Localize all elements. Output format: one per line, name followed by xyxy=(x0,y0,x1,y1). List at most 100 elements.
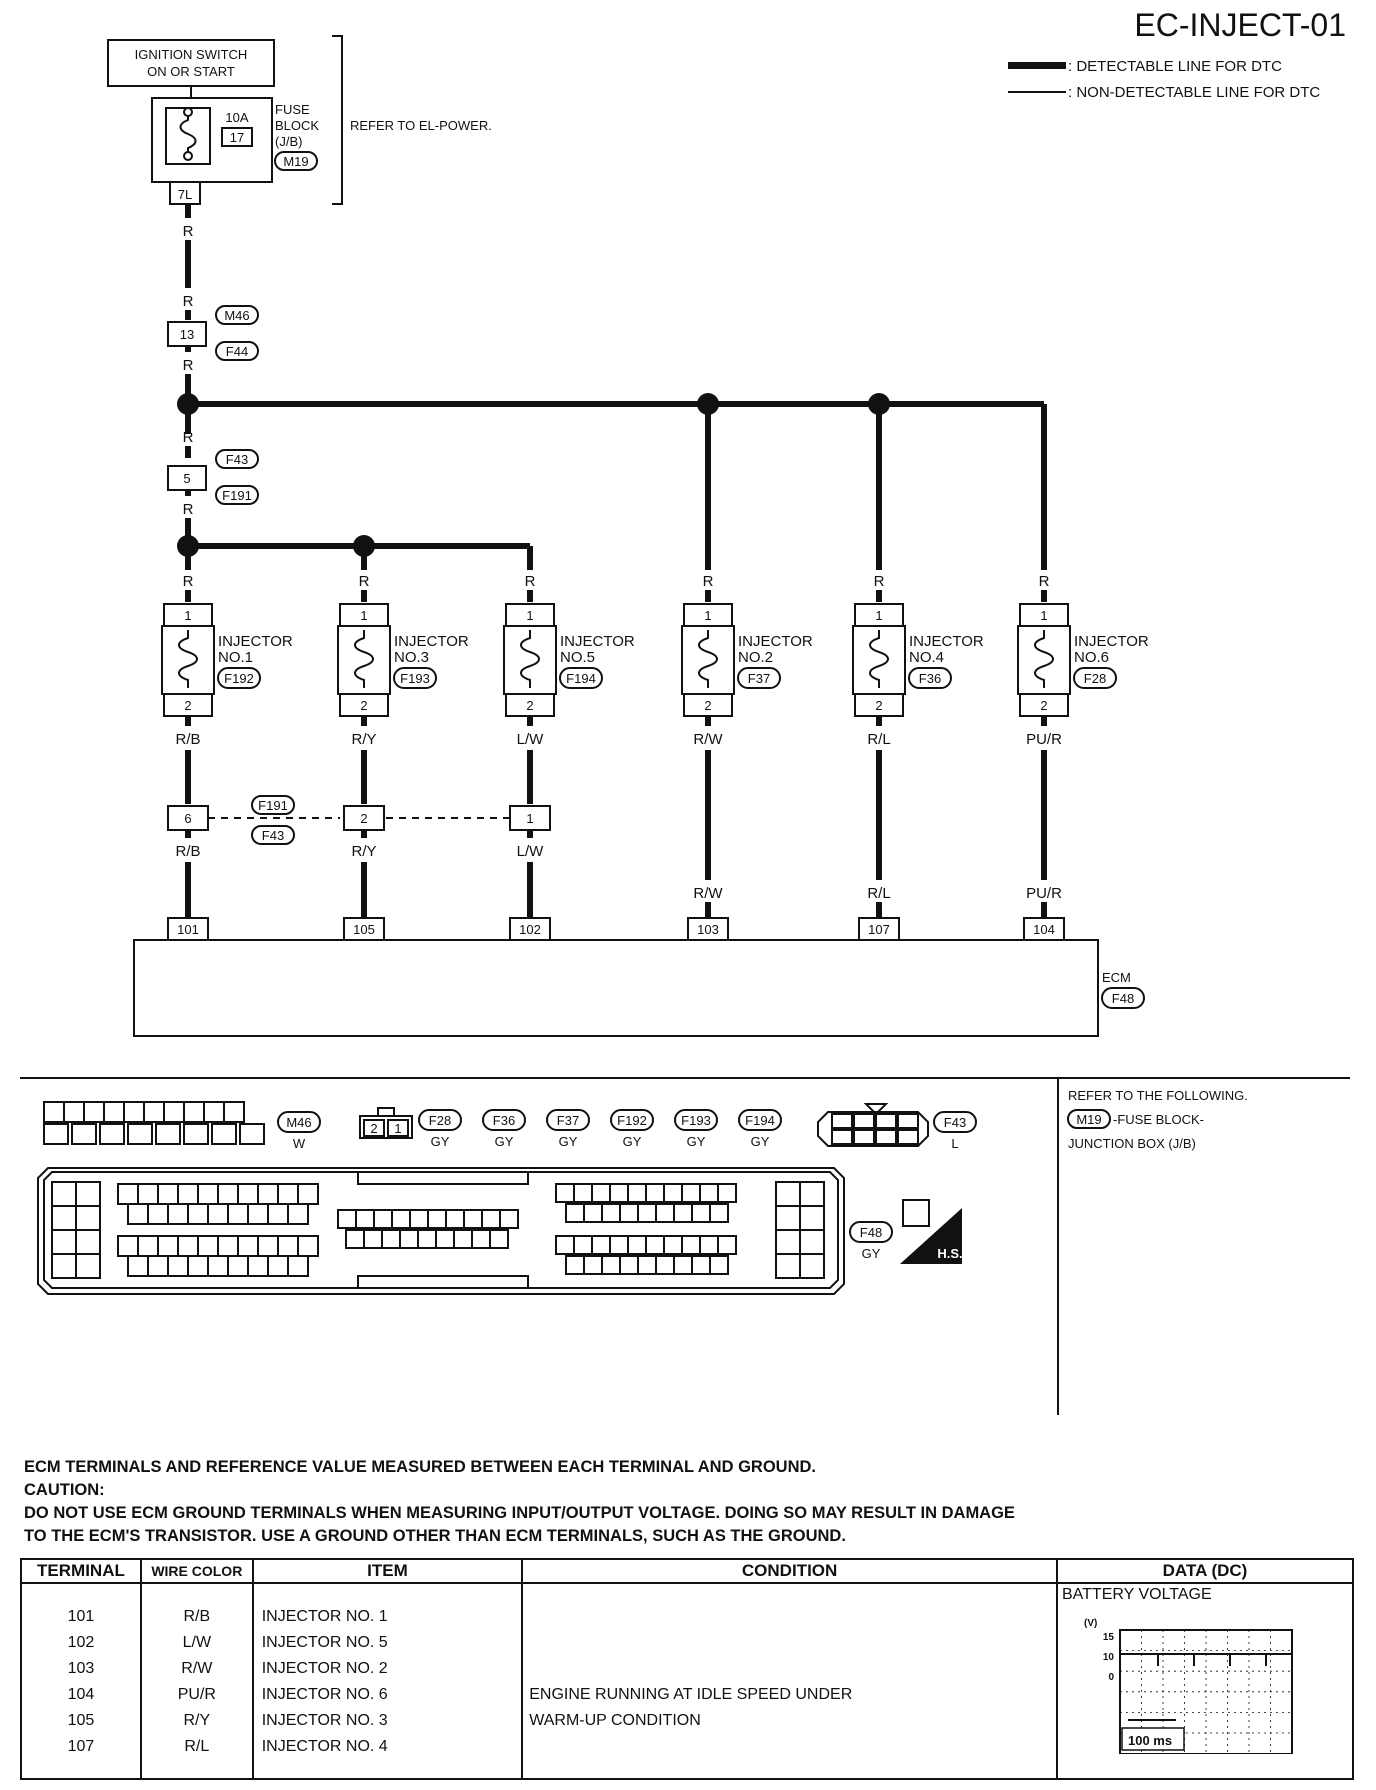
injector-number: NO.3 xyxy=(394,649,429,666)
wire-color-cell: R/L xyxy=(184,1738,210,1755)
m46-pin-7 xyxy=(163,1101,185,1123)
ecm-pin-68-76 xyxy=(565,1203,585,1223)
injector-pin2: 2 xyxy=(360,698,367,713)
injector-connector-oval xyxy=(737,667,781,689)
injector-coil-icon xyxy=(178,630,198,688)
injector-connector: F192 xyxy=(224,671,254,686)
ecm-pin-101-108 xyxy=(51,1253,77,1279)
m46-pin-1 xyxy=(43,1101,65,1123)
two-pin-oval xyxy=(674,1109,718,1131)
ecm-pin-87-95 xyxy=(691,1255,711,1275)
wire-color-cell: L/W xyxy=(182,1634,212,1651)
ecm-pin-11-19 xyxy=(147,1203,169,1225)
ecm-terminal: 101 xyxy=(177,922,199,937)
ecm-block: ECM F48 xyxy=(133,939,1145,1037)
fuse-block-label-1: FUSE xyxy=(275,102,310,117)
injector-number: NO.1 xyxy=(218,649,253,666)
injector-in-wire-color: R xyxy=(525,573,536,590)
two-pin-connector-color: GY xyxy=(559,1134,578,1149)
injector-pin2: 2 xyxy=(184,698,191,713)
ecm-pin-77-86 xyxy=(555,1235,575,1255)
ecm-pin-77-86 xyxy=(717,1235,737,1255)
ecm-pin-49-57 xyxy=(417,1229,437,1249)
two-pin-connector-color: GY xyxy=(431,1134,450,1149)
ecm-pin-20-29 xyxy=(177,1235,199,1257)
m46-pin-3 xyxy=(83,1101,105,1123)
ecm-pin-68-76 xyxy=(655,1203,675,1223)
ecm-pin-39-48 xyxy=(427,1209,447,1229)
connector-f43-f191: 5 F43 F191 xyxy=(167,449,259,505)
ecm-pin-49-57 xyxy=(345,1229,365,1249)
injector-pin1: 1 xyxy=(875,608,882,623)
ecm-pin-20-29 xyxy=(157,1235,179,1257)
ecm-pin-87-95 xyxy=(583,1255,603,1275)
harness-side-label: H.S. xyxy=(937,1246,962,1261)
oscilloscope-waveform: (V) 15 10 0 100 ms xyxy=(1084,1618,1293,1755)
injector-connector-oval xyxy=(559,667,603,689)
item-cell: INJECTOR NO. 5 xyxy=(261,1634,388,1651)
ecm-pin-20-29 xyxy=(257,1235,279,1257)
notes-line1: ECM TERMINALS AND REFERENCE VALUE MEASUR… xyxy=(24,1458,817,1476)
view-f43-label: F43 xyxy=(944,1115,966,1130)
terminal-cell: 101 xyxy=(67,1608,95,1625)
f43-pin-4 xyxy=(897,1113,919,1129)
notes-caution: CAUTION: xyxy=(24,1481,105,1499)
m46-pin-8 xyxy=(183,1101,205,1123)
ecm-pin-49-57 xyxy=(435,1229,455,1249)
ignition-line1: IGNITION SWITCH xyxy=(135,47,248,62)
terminal-cell: 102 xyxy=(67,1634,95,1651)
ecm-pin-39-48 xyxy=(337,1209,357,1229)
ecm-pin-49-57 xyxy=(363,1229,383,1249)
connector-13-terminal: 13 xyxy=(180,327,194,342)
f43-pin-1 xyxy=(831,1113,853,1129)
f43-pin-5 xyxy=(831,1129,853,1145)
ecm-pin-58-67 xyxy=(717,1183,737,1203)
injector-coil-icon xyxy=(354,630,374,688)
ecm-pin-11-19 xyxy=(127,1203,149,1225)
injector-out-wire-color: R/Y xyxy=(351,731,376,748)
joint-terminal-box xyxy=(343,805,385,831)
item-cell: INJECTOR NO. 2 xyxy=(261,1660,388,1677)
m46-pin-5 xyxy=(123,1101,145,1123)
ecm-pin-87-95 xyxy=(709,1255,729,1275)
injector-label: INJECTOR xyxy=(560,633,635,650)
ecm-pin-68-76 xyxy=(619,1203,639,1223)
ecm-pin-39-48 xyxy=(373,1209,393,1229)
ecm-pin-30-38 xyxy=(207,1255,229,1277)
fuse-block-connector: M19 xyxy=(283,154,308,169)
joint-out-wire-color: R/B xyxy=(175,843,200,860)
refer-junction-box: JUNCTION BOX (J/B) xyxy=(1068,1136,1196,1151)
refer-fuse-block: -FUSE BLOCK- xyxy=(1113,1112,1204,1127)
wire-color-r-5: R xyxy=(183,501,194,518)
ecm-pin-77-86 xyxy=(663,1235,683,1255)
header-data: DATA (DC) xyxy=(1055,1558,1355,1584)
ignition-switch: IGNITION SWITCH ON OR START xyxy=(107,39,275,87)
ecm-pin-20-29 xyxy=(117,1235,139,1257)
view-2pin-1: 1 xyxy=(394,1121,401,1136)
ecm-pin-1-10 xyxy=(197,1183,219,1205)
injector-connector-oval xyxy=(393,667,437,689)
scope-y15: 15 xyxy=(1103,1632,1115,1643)
ecm-pin-30-38 xyxy=(187,1255,209,1277)
header-item: ITEM xyxy=(251,1558,524,1584)
two-pin-connector-label: F36 xyxy=(493,1113,515,1128)
ecm-pin-101-108 xyxy=(75,1253,101,1279)
connector-f44-label: F44 xyxy=(226,344,248,359)
ecm-pin-87-95 xyxy=(637,1255,657,1275)
item-cell: INJECTOR NO. 3 xyxy=(261,1712,388,1729)
f43-pin-3 xyxy=(875,1113,897,1129)
terminal-cell: 104 xyxy=(67,1686,95,1703)
connector-view-f43 xyxy=(817,1103,929,1147)
ecm-pin-68-76 xyxy=(691,1203,711,1223)
scope-y10: 10 xyxy=(1103,1652,1115,1663)
ecm-pin-1-10 xyxy=(137,1183,159,1205)
ecm-pin-58-67 xyxy=(645,1183,665,1203)
ecm-pin-39-48 xyxy=(499,1209,519,1229)
injector-pin2: 2 xyxy=(875,698,882,713)
ecm-terminal: 107 xyxy=(868,922,890,937)
notes-line4: TO THE ECM'S TRANSISTOR. USE A GROUND OT… xyxy=(24,1527,846,1545)
ecm-pin-109-116 xyxy=(799,1181,825,1207)
